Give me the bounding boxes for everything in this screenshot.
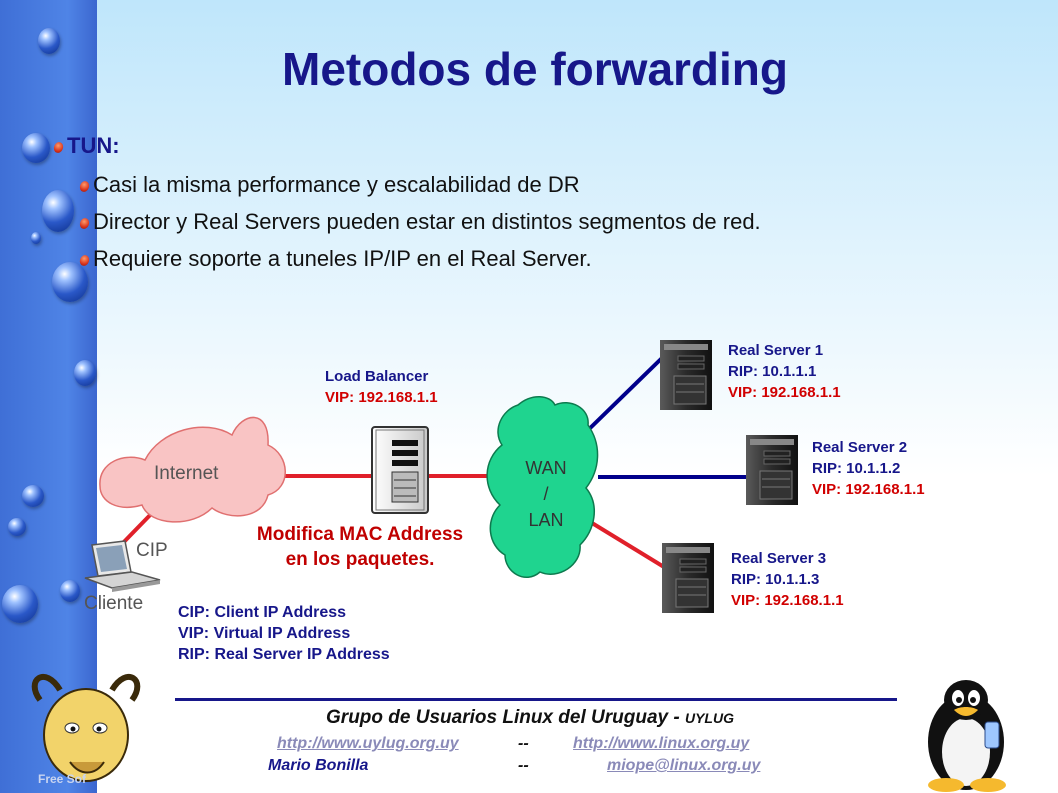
bubble-decor [38, 28, 60, 54]
bullet-level1: TUN: [52, 133, 120, 159]
internet-label: Internet [154, 463, 219, 484]
legend-item: VIP: Virtual IP Address [178, 625, 351, 642]
link-wan-server1 [581, 356, 664, 437]
tux-penguin-icon [928, 680, 1006, 792]
bullet-text: Casi la misma performance y escalabilida… [93, 172, 580, 197]
mac-note-line: en los paquetes. [285, 549, 435, 570]
load-balancer-icon [371, 426, 429, 514]
bubble-decor [22, 133, 50, 163]
bullet-level2: Casi la misma performance y escalabilida… [78, 172, 580, 198]
email-link[interactable]: miope@linux.org.uy [607, 757, 761, 774]
server-rip: RIP: 10.1.1.2 [812, 460, 901, 477]
legend-item: RIP: Real Server IP Address [178, 646, 390, 663]
bubble-decor [74, 360, 96, 386]
real-server-3-label: Real Server 3 RIP: 10.1.1.3 VIP: 192.168… [731, 548, 844, 611]
legend-item: CIP: Client IP Address [178, 604, 347, 621]
bullet-text: Director y Real Servers pueden estar en … [93, 209, 761, 234]
bubble-decor [22, 485, 44, 507]
diagram-legend: CIP: Client IP Address VIP: Virtual IP A… [178, 602, 390, 665]
bullet-text: TUN: [67, 133, 120, 158]
server-name: Real Server 3 [731, 550, 827, 567]
author-name: Mario Bonilla [268, 757, 369, 774]
bubble-decor [2, 585, 38, 623]
cip-label: CIP [136, 540, 168, 561]
real-server-2-label: Real Server 2 RIP: 10.1.1.2 VIP: 192.168… [812, 437, 925, 500]
server-vip: VIP: 192.168.1.1 [731, 592, 844, 609]
uylug-link[interactable]: http://www.uylug.org.uy [277, 735, 459, 752]
footer-org-name: Grupo de Usuarios Linux del Uruguay - UY… [180, 707, 880, 729]
client-label: Cliente [84, 593, 144, 614]
wan-label-line: LAN [528, 510, 564, 530]
bullet-level2: Requiere soporte a tuneles IP/IP en el R… [78, 246, 592, 272]
bubble-decor [42, 190, 74, 232]
wan-label-line: / [543, 484, 549, 504]
bullet-icon [52, 140, 65, 154]
real-server-1-icon [660, 340, 712, 410]
server-vip: VIP: 192.168.1.1 [812, 481, 925, 498]
slide-title: Metodos de forwarding [282, 43, 788, 95]
bullet-icon [78, 253, 91, 267]
load-balancer-vip: VIP: 192.168.1.1 [325, 389, 438, 406]
bubble-decor [60, 580, 80, 602]
real-server-3-icon [662, 543, 714, 613]
bullet-level2: Director y Real Servers pueden estar en … [78, 209, 761, 235]
bullet-icon [78, 216, 91, 230]
bullet-text: Requiere soporte a tuneles IP/IP en el R… [93, 246, 592, 271]
bullet-icon [78, 179, 91, 193]
server-rip: RIP: 10.1.1.1 [728, 363, 817, 380]
org-name: Grupo de Usuarios Linux del Uruguay - [326, 707, 685, 728]
load-balancer-label: Load Balancer VIP: 192.168.1.1 [325, 366, 438, 408]
free-software-caption: Free Sof [38, 772, 87, 786]
footer-divider [175, 698, 897, 701]
left-decor-bar [0, 0, 97, 793]
bubble-decor [31, 232, 41, 244]
link-wan-server3 [590, 521, 666, 569]
real-server-1-label: Real Server 1 RIP: 10.1.1.1 VIP: 192.168… [728, 340, 841, 403]
wan-label: WAN / LAN [518, 455, 574, 533]
real-server-2-icon [746, 435, 798, 505]
load-balancer-name: Load Balancer [325, 368, 429, 385]
wan-label-line: WAN [525, 458, 567, 478]
org-abbr: UYLUG [684, 710, 734, 726]
mac-address-note: Modifica MAC Address en los paquetes. [225, 522, 495, 572]
mac-note-line: Modifica MAC Address [256, 524, 464, 545]
server-name: Real Server 2 [812, 439, 908, 456]
footer-separator: -- [518, 735, 529, 752]
bubble-decor [8, 518, 26, 536]
bubble-decor [52, 262, 88, 302]
footer-separator: -- [518, 757, 529, 774]
linux-org-link[interactable]: http://www.linux.org.uy [573, 735, 750, 752]
server-rip: RIP: 10.1.1.3 [731, 571, 820, 588]
server-vip: VIP: 192.168.1.1 [728, 384, 841, 401]
server-name: Real Server 1 [728, 342, 824, 359]
